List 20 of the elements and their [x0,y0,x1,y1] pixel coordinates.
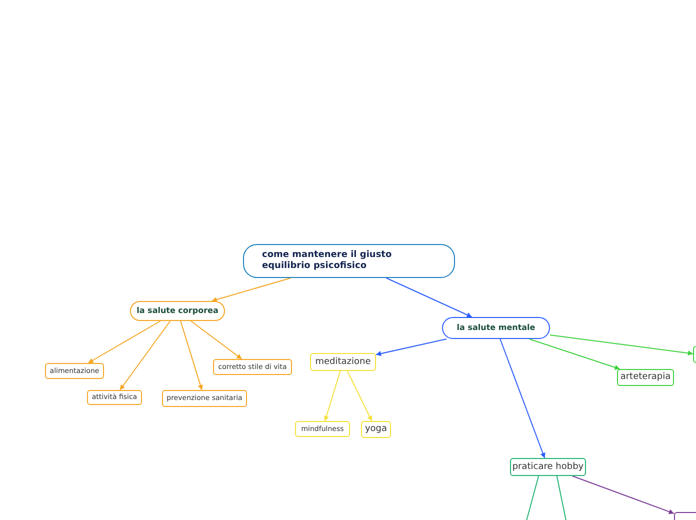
arrow [376,338,447,356]
topic-box: la salute mentale [442,317,550,339]
topic-box: praticare hobby [510,458,586,476]
topic-box: la salute corporea [130,301,225,321]
arrow [190,320,242,360]
arrow [528,338,620,370]
arrow [119,320,171,390]
arrow [324,370,341,422]
arrow [180,320,203,390]
topic-box: meditazione [310,353,376,371]
topic-box: come mantenere il giusto equilibrio psicofisico [243,244,455,278]
arrow [88,320,161,364]
arrow [386,278,472,318]
topic-box: yoga [361,421,391,438]
topic-box: arteterapia [617,369,674,386]
arrow [500,338,546,458]
arrow [550,334,694,356]
arrow [346,370,372,422]
arrow [211,278,292,302]
arrow [572,476,674,514]
